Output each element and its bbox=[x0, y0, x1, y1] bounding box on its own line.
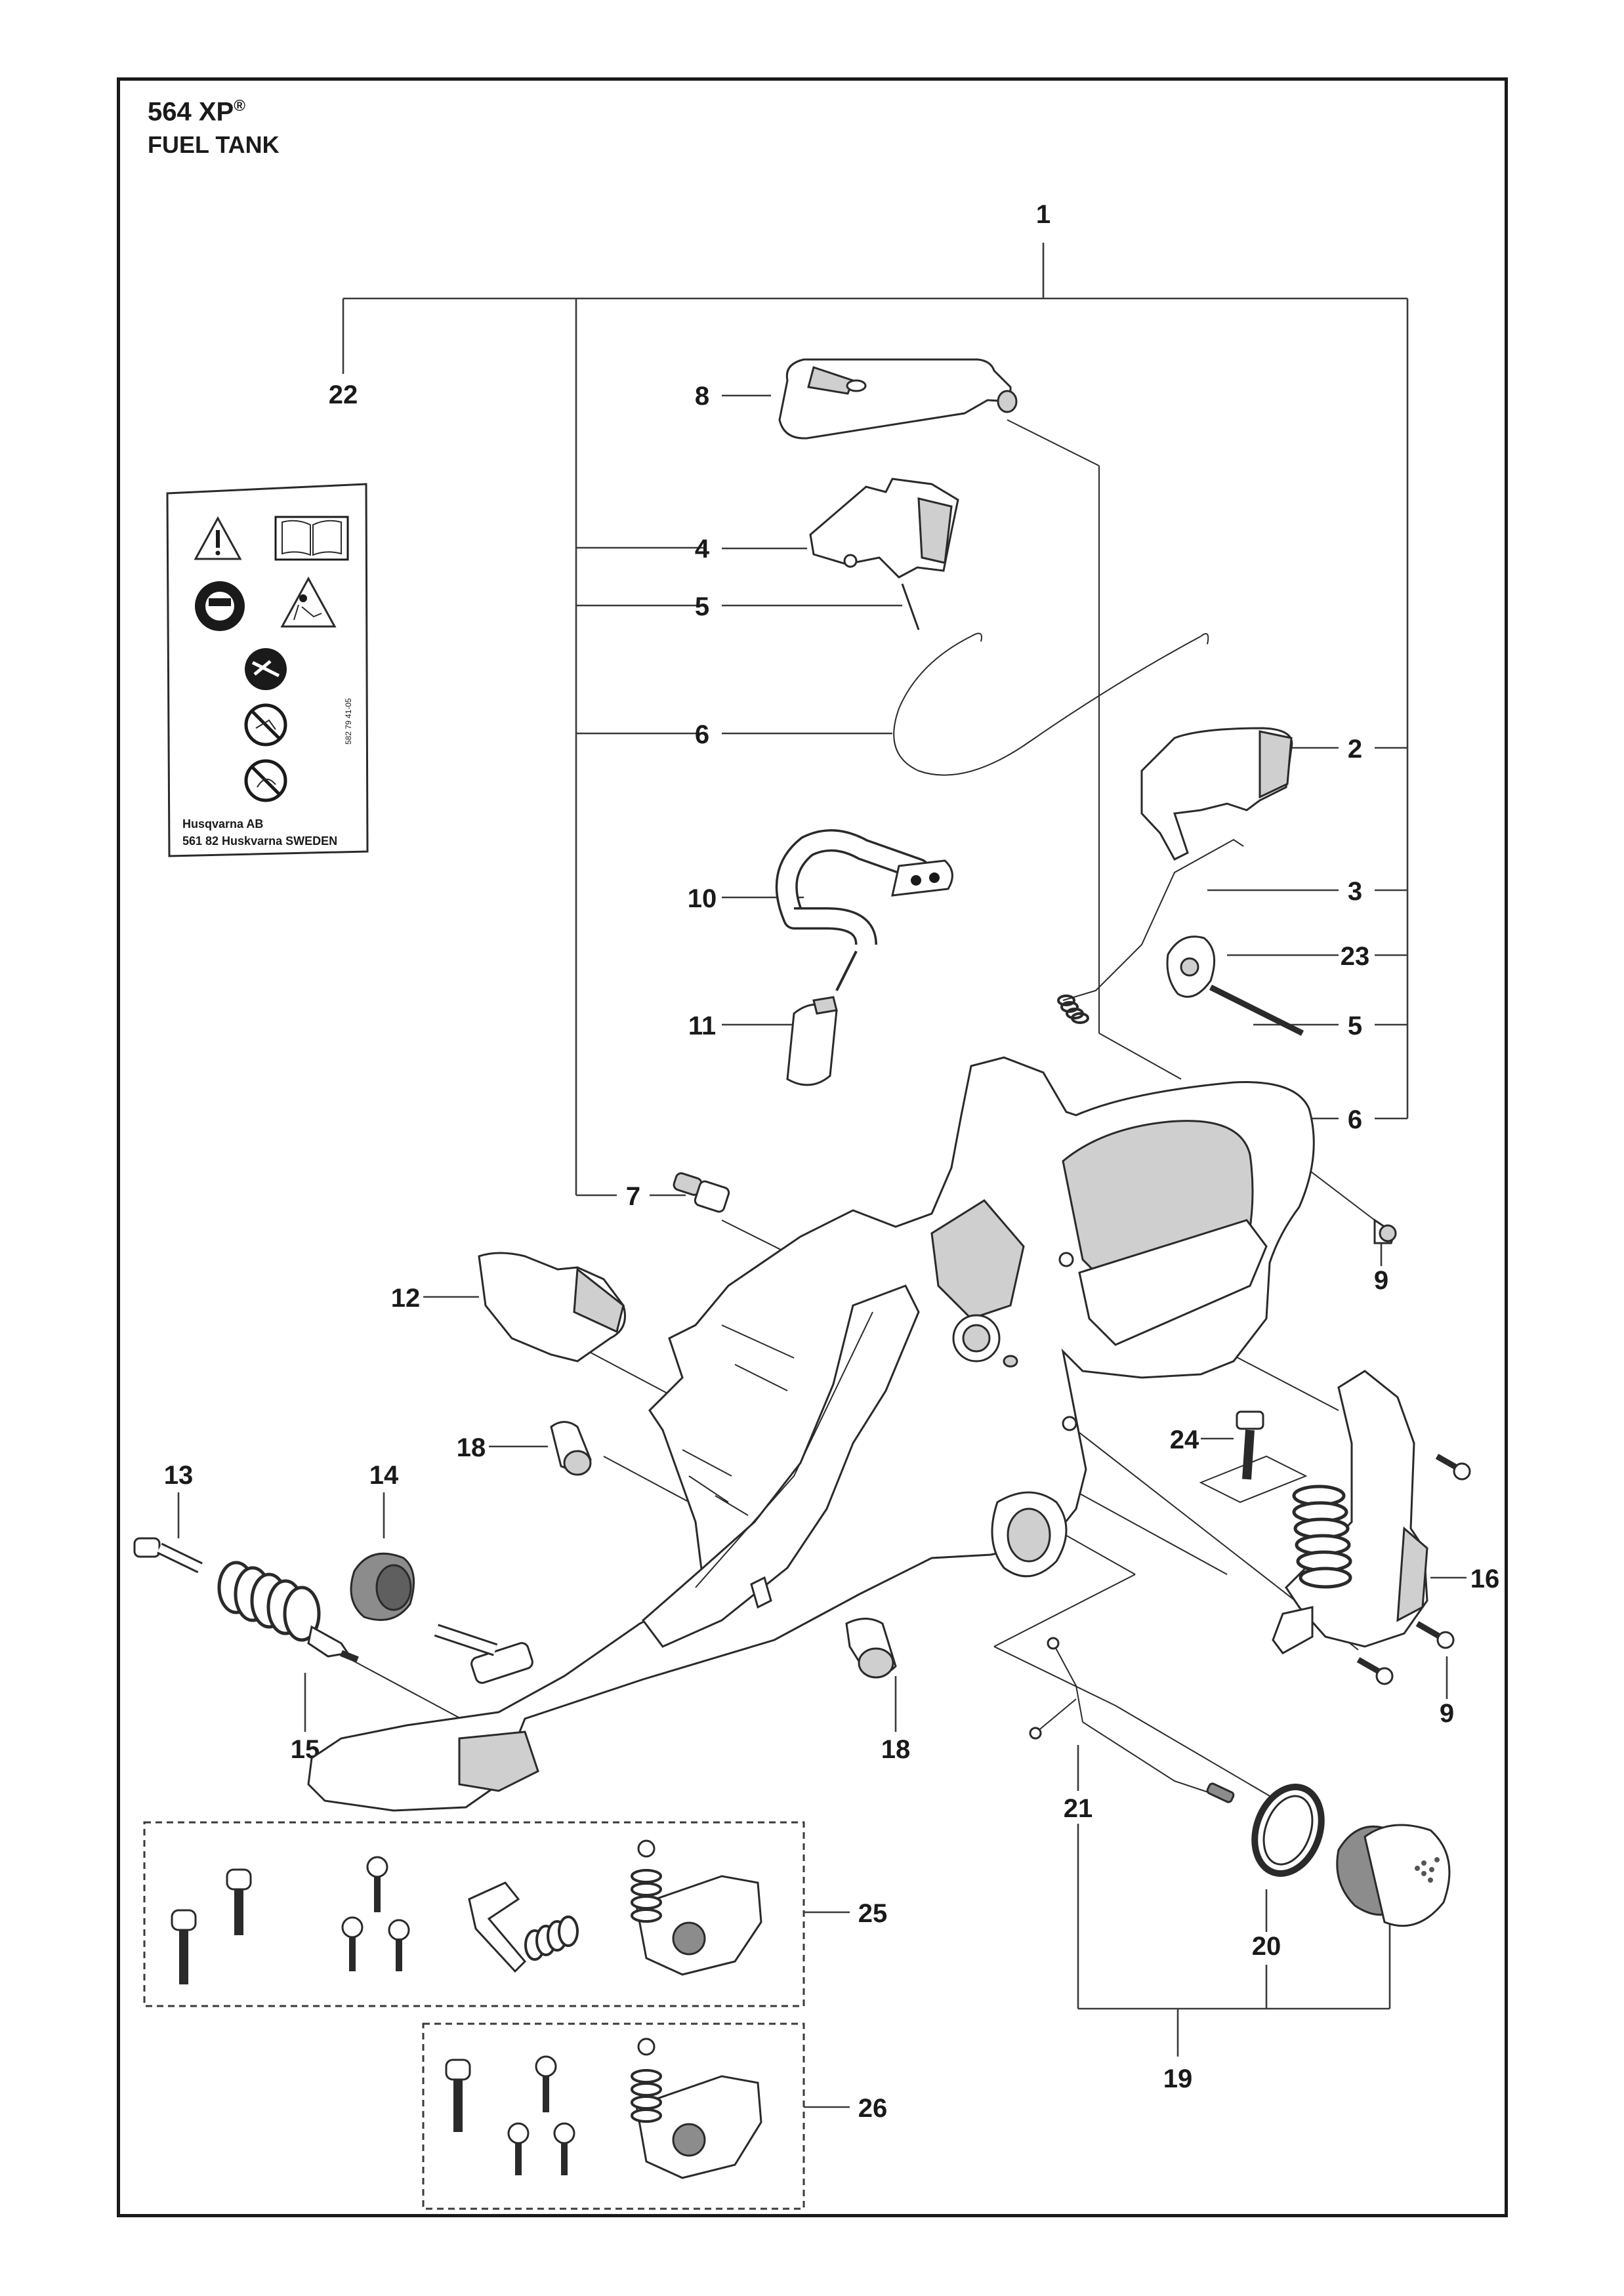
callout-18b: 18 bbox=[881, 1735, 911, 1764]
part-13-bolt bbox=[133, 1537, 203, 1574]
assembly-bracket-1 bbox=[342, 243, 1409, 1197]
callout-25: 25 bbox=[858, 1899, 888, 1928]
part-14-rubber-buffer bbox=[350, 1552, 415, 1621]
callout-10: 10 bbox=[688, 884, 717, 913]
callout-18a: 18 bbox=[457, 1433, 486, 1462]
callout-14: 14 bbox=[369, 1461, 399, 1490]
callout-22: 22 bbox=[329, 380, 358, 409]
warning-label-sticker: 582 79 41-05 Husqvarna AB 561 82 Huskvar… bbox=[166, 483, 369, 857]
model-title: 564 XP® bbox=[148, 97, 245, 127]
part-23-trigger-pivot bbox=[1166, 935, 1304, 1036]
kit-26-box bbox=[422, 2022, 805, 2210]
kit-26-screws bbox=[507, 2055, 575, 2175]
drawing-frame bbox=[117, 77, 1508, 2217]
callout-11: 11 bbox=[688, 1012, 716, 1040]
callout-23: 23 bbox=[1341, 942, 1370, 971]
part-20-oring bbox=[1251, 1784, 1325, 1877]
kickback-warning-icon bbox=[280, 576, 337, 628]
part-7-fitting bbox=[673, 1172, 730, 1213]
label-part-code: 582 79 41-05 bbox=[344, 698, 353, 745]
label-company: Husqvarna AB bbox=[182, 817, 263, 830]
part-2-throttle-trigger bbox=[1140, 727, 1293, 861]
part-16-av-mount bbox=[1272, 1370, 1428, 1654]
callout-9b: 9 bbox=[1440, 1699, 1454, 1728]
section-title: FUEL TANK bbox=[148, 131, 280, 158]
kit-25-bolt-b bbox=[226, 1868, 252, 1935]
two-hand-operation-icon bbox=[245, 648, 287, 690]
part-15-av-spring bbox=[217, 1561, 359, 1663]
part-18-grommets bbox=[550, 1421, 897, 1679]
callout-26: 26 bbox=[858, 2094, 888, 2123]
callout-19: 19 bbox=[1163, 2064, 1193, 2093]
callout-20: 20 bbox=[1252, 1932, 1281, 1961]
fuel-cap bbox=[1336, 1824, 1451, 1927]
callout-6a: 6 bbox=[695, 720, 709, 749]
callout-13: 13 bbox=[164, 1461, 194, 1490]
no-kickback-contact-icon bbox=[244, 759, 287, 802]
part-11-fuel-filter bbox=[786, 996, 838, 1086]
callout-8: 8 bbox=[695, 382, 709, 411]
kit-25-av-mount bbox=[631, 1839, 762, 1976]
callout-3: 3 bbox=[1348, 877, 1362, 906]
no-one-hand-use-icon bbox=[244, 703, 287, 747]
part-9-screws bbox=[1356, 1218, 1471, 1685]
fuel-tank-housing bbox=[307, 1056, 1315, 1812]
callout-7: 7 bbox=[626, 1182, 640, 1211]
part-10-fuel-hose bbox=[775, 829, 953, 991]
label-address: 561 82 Huskvarna SWEDEN bbox=[182, 834, 337, 848]
warning-triangle-icon bbox=[194, 516, 242, 560]
kit-26-bolt bbox=[445, 2059, 471, 2132]
callout-4: 4 bbox=[695, 535, 710, 564]
callout-24: 24 bbox=[1170, 1425, 1199, 1454]
callout-5a: 5 bbox=[695, 592, 709, 621]
kit-25-bracket-spring bbox=[468, 1881, 579, 1973]
callout-6b: 6 bbox=[1348, 1105, 1362, 1134]
callout-labels: 1 22 8 4 5 6 2 10 3 23 11 5 6 7 9 12 18 … bbox=[164, 200, 1500, 2123]
callout-12: 12 bbox=[391, 1284, 421, 1313]
ear-eye-protection-icon bbox=[195, 581, 245, 631]
kit-25-box bbox=[143, 1821, 805, 2007]
part-8-handle-cover bbox=[778, 358, 1018, 440]
part-21-fuel-pickup bbox=[1029, 1637, 1235, 1803]
kit-25-screws bbox=[341, 1856, 410, 1971]
part-4-throttle-lockout bbox=[809, 478, 959, 630]
part-3-trigger-spring bbox=[1057, 838, 1244, 1024]
part-24-bolt bbox=[1199, 1410, 1308, 1504]
callout-16: 16 bbox=[1470, 1565, 1500, 1593]
callout-1: 1 bbox=[1036, 200, 1051, 229]
av-mount-rod bbox=[434, 1624, 498, 1656]
callout-9a: 9 bbox=[1374, 1266, 1388, 1295]
callout-21: 21 bbox=[1064, 1794, 1093, 1823]
part-6-throttle-cable bbox=[893, 632, 1209, 776]
kit-25-bolt-a bbox=[171, 1909, 197, 1984]
part-12-side-cover bbox=[478, 1252, 626, 1363]
callout-5b: 5 bbox=[1348, 1012, 1362, 1040]
kit-26-av-mount bbox=[631, 2038, 762, 2179]
callout-2: 2 bbox=[1348, 735, 1362, 764]
manual-book-icon bbox=[274, 516, 349, 561]
